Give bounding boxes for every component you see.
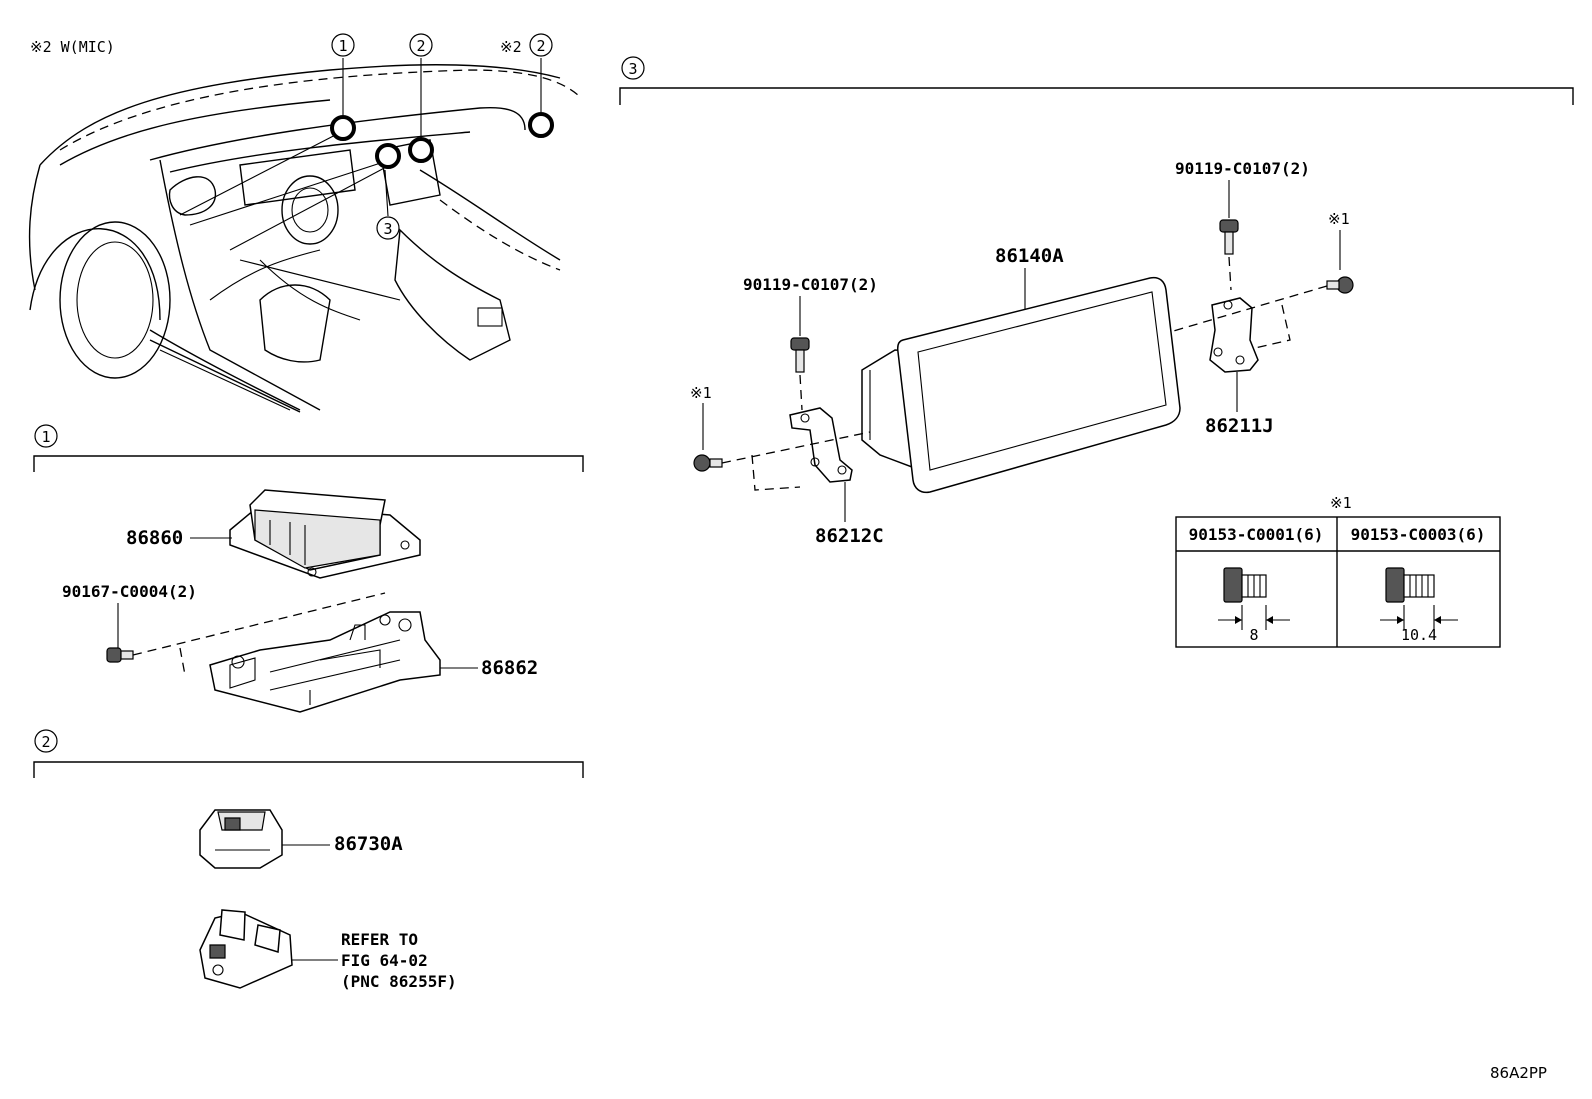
bolt-c0001-icon <box>1218 567 1290 630</box>
label-86211j: 86211J <box>1205 415 1274 437</box>
bolt-icon-right <box>1219 219 1239 255</box>
bolt-table-header-1: 90153-C0001(6) <box>1189 525 1324 544</box>
label-86140a: 86140A <box>995 245 1064 267</box>
part-86211j-bracket <box>1209 297 1259 373</box>
section-1-airbag-sensor: 1 86860 90167-C0004(2) <box>33 424 584 713</box>
label-86860: 86860 <box>126 527 183 549</box>
part-86730a-microphone <box>199 809 283 869</box>
bolt-icon-side-right <box>1326 276 1354 294</box>
refer-line-1: REFER TO <box>341 930 418 949</box>
star1-note-left: ※1 <box>690 384 712 402</box>
label-90119-c0107-right: 90119-C0107(2) <box>1175 159 1310 178</box>
refer-line-3: (PNC 86255F) <box>341 972 457 991</box>
star1-note-right: ※1 <box>1328 210 1350 228</box>
part-86212c-bracket <box>789 407 853 483</box>
label-90167-c0004: 90167-C0004(2) <box>62 582 197 601</box>
overview-callout-2b: 2 <box>536 37 545 55</box>
bolt-icon-left <box>790 337 810 373</box>
overview-callout-2a: 2 <box>416 37 425 55</box>
bolt-c0003-icon <box>1380 567 1458 630</box>
label-86862: 86862 <box>481 657 538 679</box>
bolt-c0001-dim: 8 <box>1249 626 1258 644</box>
vehicle-interior-overview: ※2 W(MIC) ※2 <box>28 33 579 413</box>
label-86730a: 86730A <box>334 833 403 855</box>
label-86212c: 86212C <box>815 525 884 547</box>
bolt-table-header-2: 90153-C0003(6) <box>1351 525 1486 544</box>
part-86140a-display <box>861 276 1181 494</box>
part-86862-bracket <box>209 611 441 713</box>
section-2-callout: 2 <box>41 733 50 751</box>
overview-callout-3: 3 <box>383 220 392 238</box>
figure-code: 86A2PP <box>1490 1064 1547 1082</box>
part-86860-module <box>229 489 421 579</box>
bolt-c0003-dim: 10.4 <box>1401 626 1437 644</box>
bolt-icon-side-left <box>693 454 723 472</box>
section-1-callout: 1 <box>41 428 50 446</box>
bolt-icon <box>106 647 134 663</box>
section-3-callout: 3 <box>628 60 637 78</box>
section-2-microphone: 2 86730A REFER TO FIG 64-02 (PNC 86255F) <box>33 729 584 991</box>
part-86255f-switch <box>199 909 293 989</box>
refer-line-2: FIG 64-02 <box>341 951 428 970</box>
star1-note-table: ※1 <box>1330 494 1352 512</box>
star2-note: ※2 <box>500 38 522 56</box>
overview-callout-1: 1 <box>338 37 347 55</box>
bolt-spec-table: ※1 90153-C0001(6) 90153-C0003(6) 8 <box>1175 494 1501 648</box>
w-mic-note: ※2 W(MIC) <box>30 38 115 56</box>
section-3-display: 3 86140A 90119-C0107(2) 86212C ※1 <box>619 56 1574 648</box>
label-90119-c0107-left: 90119-C0107(2) <box>743 275 878 294</box>
